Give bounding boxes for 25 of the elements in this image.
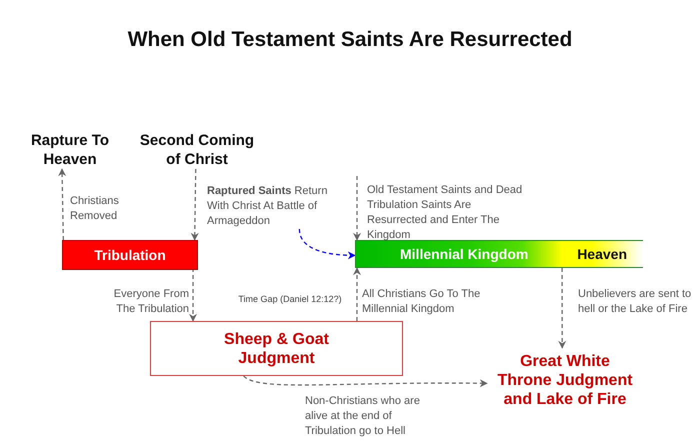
arrow <box>243 376 488 388</box>
arrow <box>58 168 66 240</box>
judgment-heading: Great White Throne Judgment and Lake of Fire <box>495 352 635 409</box>
edge-label: Everyone From The Tribulation <box>112 287 189 317</box>
edge-label: Old Testament Saints and Dead Tribulation Saints Are Resurrected and Enter The Kingdom <box>367 183 524 243</box>
diagram-title: When Old Testament Saints Are Resurrected <box>126 28 574 52</box>
arrow <box>190 169 199 241</box>
milestone-heading: Second Coming of Christ <box>134 131 260 169</box>
arrow <box>558 268 566 349</box>
arrow <box>189 268 198 322</box>
edge-label: Christians Removed <box>70 194 120 224</box>
edge-label: Non-Christians who are alive at the end of Tribulation go to Hell <box>305 394 421 439</box>
period-bar <box>355 240 643 268</box>
judgment-box: Sheep & Goat Judgment <box>150 321 403 376</box>
edge-label: All Christians Go To The Millennial Kingdom <box>362 287 482 317</box>
period-label: Heaven <box>577 246 627 262</box>
arrow <box>353 176 362 241</box>
note-text: Raptured Saints Return With Christ At Battle of Armageddon <box>207 184 347 229</box>
milestone-heading: Rapture To Heaven <box>30 131 110 169</box>
arrow <box>353 267 361 321</box>
arrow <box>298 228 356 260</box>
edge-label: Unbelievers are sent to hell or the Lake of Fire <box>578 287 692 317</box>
note-text: Time Gap (Daniel 12:12?) <box>237 293 343 305</box>
period-label: Millennial Kingdom <box>400 246 528 262</box>
period-bar: Tribulation <box>62 240 198 270</box>
